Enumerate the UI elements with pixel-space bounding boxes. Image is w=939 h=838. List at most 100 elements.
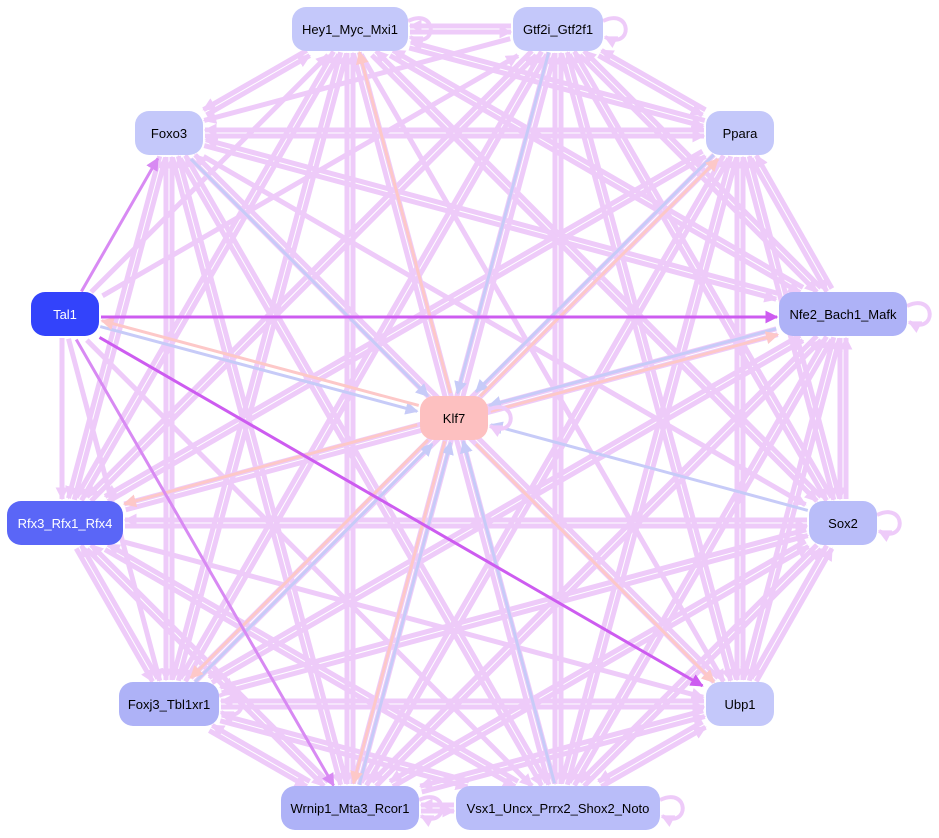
edge-tal1-to-hey1 — [89, 53, 330, 294]
edge-ppara-to-gtf2i — [600, 48, 707, 112]
node-wrnip1-mta3-rcor1[interactable]: Wrnip1_Mta3_Rcor1 — [281, 786, 419, 830]
edge-tal1-to-foxo3 — [80, 157, 160, 293]
node-label: Ubp1 — [724, 696, 756, 712]
edge-wrnip1-to-sox2 — [391, 544, 810, 789]
edge-hey1-to-foxo3 — [202, 48, 308, 112]
edge-rfx3-to-ppara — [106, 154, 707, 504]
node-label: Ppara — [722, 125, 758, 141]
edge-klf7-to-tal1 — [100, 317, 420, 407]
node-foxo3[interactable]: Foxo3 — [135, 111, 203, 155]
edge-ppara-to-nfe2 — [748, 157, 829, 293]
edge-foxo3-to-wrnip1 — [170, 157, 344, 787]
edge-foxo3-to-nfe2 — [203, 143, 778, 303]
edge-vsx1-to-ppara — [564, 156, 740, 786]
edge-klf7-to-wrnip1 — [350, 440, 447, 785]
edge-ppara-to-wrnip1 — [359, 154, 726, 784]
edge-ubp1-to-gtf2i — [564, 50, 739, 680]
edge-nfe2-to-ppara — [754, 154, 835, 290]
edge-vsx1-to-ubp1 — [600, 725, 707, 789]
edge-rfx3-to-foxj3 — [74, 547, 155, 683]
edge-vsx1-to-klf7 — [460, 439, 556, 784]
edge-nfe2-to-klf7 — [487, 327, 777, 409]
edge-ubp1-to-nfe2 — [746, 337, 843, 682]
node-rfx3-rfx1-rfx4[interactable]: Rfx3_Rfx1_Rfx4 — [7, 501, 123, 545]
edge-sox2-to-wrnip1 — [388, 539, 807, 784]
edge-wrnip1-to-rfx3 — [89, 543, 330, 784]
edge-wrnip1-to-nfe2 — [374, 338, 823, 788]
edge-nfe2-to-ubp1 — [740, 336, 837, 681]
edge-ubp1-to-sox2 — [754, 547, 835, 683]
edge-wrnip1-to-foxo3 — [175, 154, 349, 784]
edge-foxj3-to-hey1 — [175, 52, 350, 682]
node-label: Tal1 — [53, 306, 77, 322]
edge-wrnip1-to-ubp1 — [421, 713, 707, 795]
edge-klf7-to-nfe2 — [490, 331, 780, 413]
edge-klf7-to-hey1 — [356, 50, 452, 394]
node-label: Foxj3_Tbl1xr1 — [127, 696, 211, 712]
edge-sox2-to-klf7 — [489, 421, 809, 512]
node-vsx1-uncx-prrx2-shox2-noto[interactable]: Vsx1_Uncx_Prrx2_Shox2_Noto — [456, 786, 660, 830]
edge-ppara-to-hey1 — [409, 38, 706, 123]
node-label: Klf7 — [442, 410, 466, 426]
edge-gtf2i-to-ubp1 — [559, 53, 734, 683]
node-nfe2-bach1-mafk[interactable]: Nfe2_Bach1_Mafk — [779, 292, 907, 336]
self-loop-sox2 — [876, 510, 902, 543]
node-ubp1[interactable]: Ubp1 — [706, 682, 774, 726]
edge-hey1-to-foxj3 — [169, 51, 344, 681]
edge-foxj3-to-nfe2 — [210, 338, 805, 685]
edge-ppara-to-klf7 — [474, 153, 715, 393]
edge-nfe2-to-foxj3 — [207, 333, 802, 680]
node-ppara[interactable]: Ppara — [706, 111, 774, 155]
node-hey1-myc-mxi1[interactable]: Hey1_Myc_Mxi1 — [292, 7, 408, 51]
node-tal1[interactable]: Tal1 — [31, 292, 99, 336]
edge-foxj3-to-klf7 — [193, 443, 434, 684]
edge-wrnip1-to-ppara — [364, 157, 731, 787]
edge-klf7-to-rfx3 — [122, 423, 418, 508]
node-label: Rfx3_Rfx1_Rfx4 — [17, 515, 113, 531]
edge-rfx3-to-foxo3 — [71, 156, 169, 501]
edge-klf7-to-ubp1 — [474, 443, 715, 684]
self-loop-nfe2 — [906, 301, 932, 334]
edge-sox2-to-vsx1 — [578, 543, 819, 784]
edge-rfx3-to-ubp1 — [123, 539, 705, 701]
node-label: Sox2 — [828, 515, 858, 531]
edge-sox2-to-hey1 — [374, 49, 823, 499]
node-label: Nfe2_Bach1_Mafk — [789, 306, 897, 322]
edge-klf7-to-foxj3 — [189, 438, 430, 679]
node-foxj3-tbl1xr1[interactable]: Foxj3_Tbl1xr1 — [119, 682, 219, 726]
self-loop-vsx1 — [659, 795, 685, 828]
self-loop-hey1 — [407, 16, 433, 49]
node-label: Wrnip1_Mta3_Rcor1 — [290, 800, 410, 816]
edge-gtf2i-to-rfx3 — [85, 49, 534, 499]
edge-nfe2-to-foxo3 — [204, 136, 779, 296]
edge-tal1-to-wrnip1 — [74, 338, 335, 787]
node-label: Foxo3 — [150, 125, 188, 141]
edge-tal1-to-vsx1 — [85, 338, 534, 788]
node-label: Vsx1_Uncx_Prrx2_Shox2_Noto — [466, 800, 650, 816]
edge-sox2-to-ubp1 — [748, 544, 829, 680]
node-gtf2i-gtf2f1[interactable]: Gtf2i_Gtf2f1 — [513, 7, 603, 51]
edge-klf7-to-ppara — [479, 158, 720, 398]
node-sox2[interactable]: Sox2 — [809, 501, 877, 545]
edge-gtf2i-to-ppara — [597, 53, 704, 118]
edge-gtf2i-to-foxo3 — [202, 36, 511, 124]
edge-foxj3-to-wrnip1 — [208, 728, 308, 789]
edge-rfx3-to-gtf2i — [89, 53, 538, 503]
edge-foxj3-to-rfx3 — [79, 544, 160, 680]
edge-vsx1-to-sox2 — [582, 547, 823, 788]
self-loop-wrnip1 — [418, 795, 444, 828]
edge-ppara-to-vsx1 — [558, 155, 734, 785]
edge-tal1-to-klf7 — [99, 325, 419, 415]
edge-nfe2-to-gtf2i — [582, 49, 823, 290]
edge-foxj3-to-sox2 — [221, 532, 810, 696]
edge-ubp1-to-vsx1 — [597, 719, 704, 784]
node-klf7[interactable]: Klf7 — [420, 396, 488, 440]
edge-wrnip1-to-foxj3 — [211, 723, 311, 784]
edge-wrnip1-to-klf7 — [357, 441, 454, 786]
edge-hey1-to-ubp1 — [359, 53, 726, 683]
edge-foxo3-to-hey1 — [205, 53, 311, 118]
edge-rfx3-to-vsx1 — [103, 547, 517, 789]
node-label: Hey1_Myc_Mxi1 — [301, 21, 399, 37]
